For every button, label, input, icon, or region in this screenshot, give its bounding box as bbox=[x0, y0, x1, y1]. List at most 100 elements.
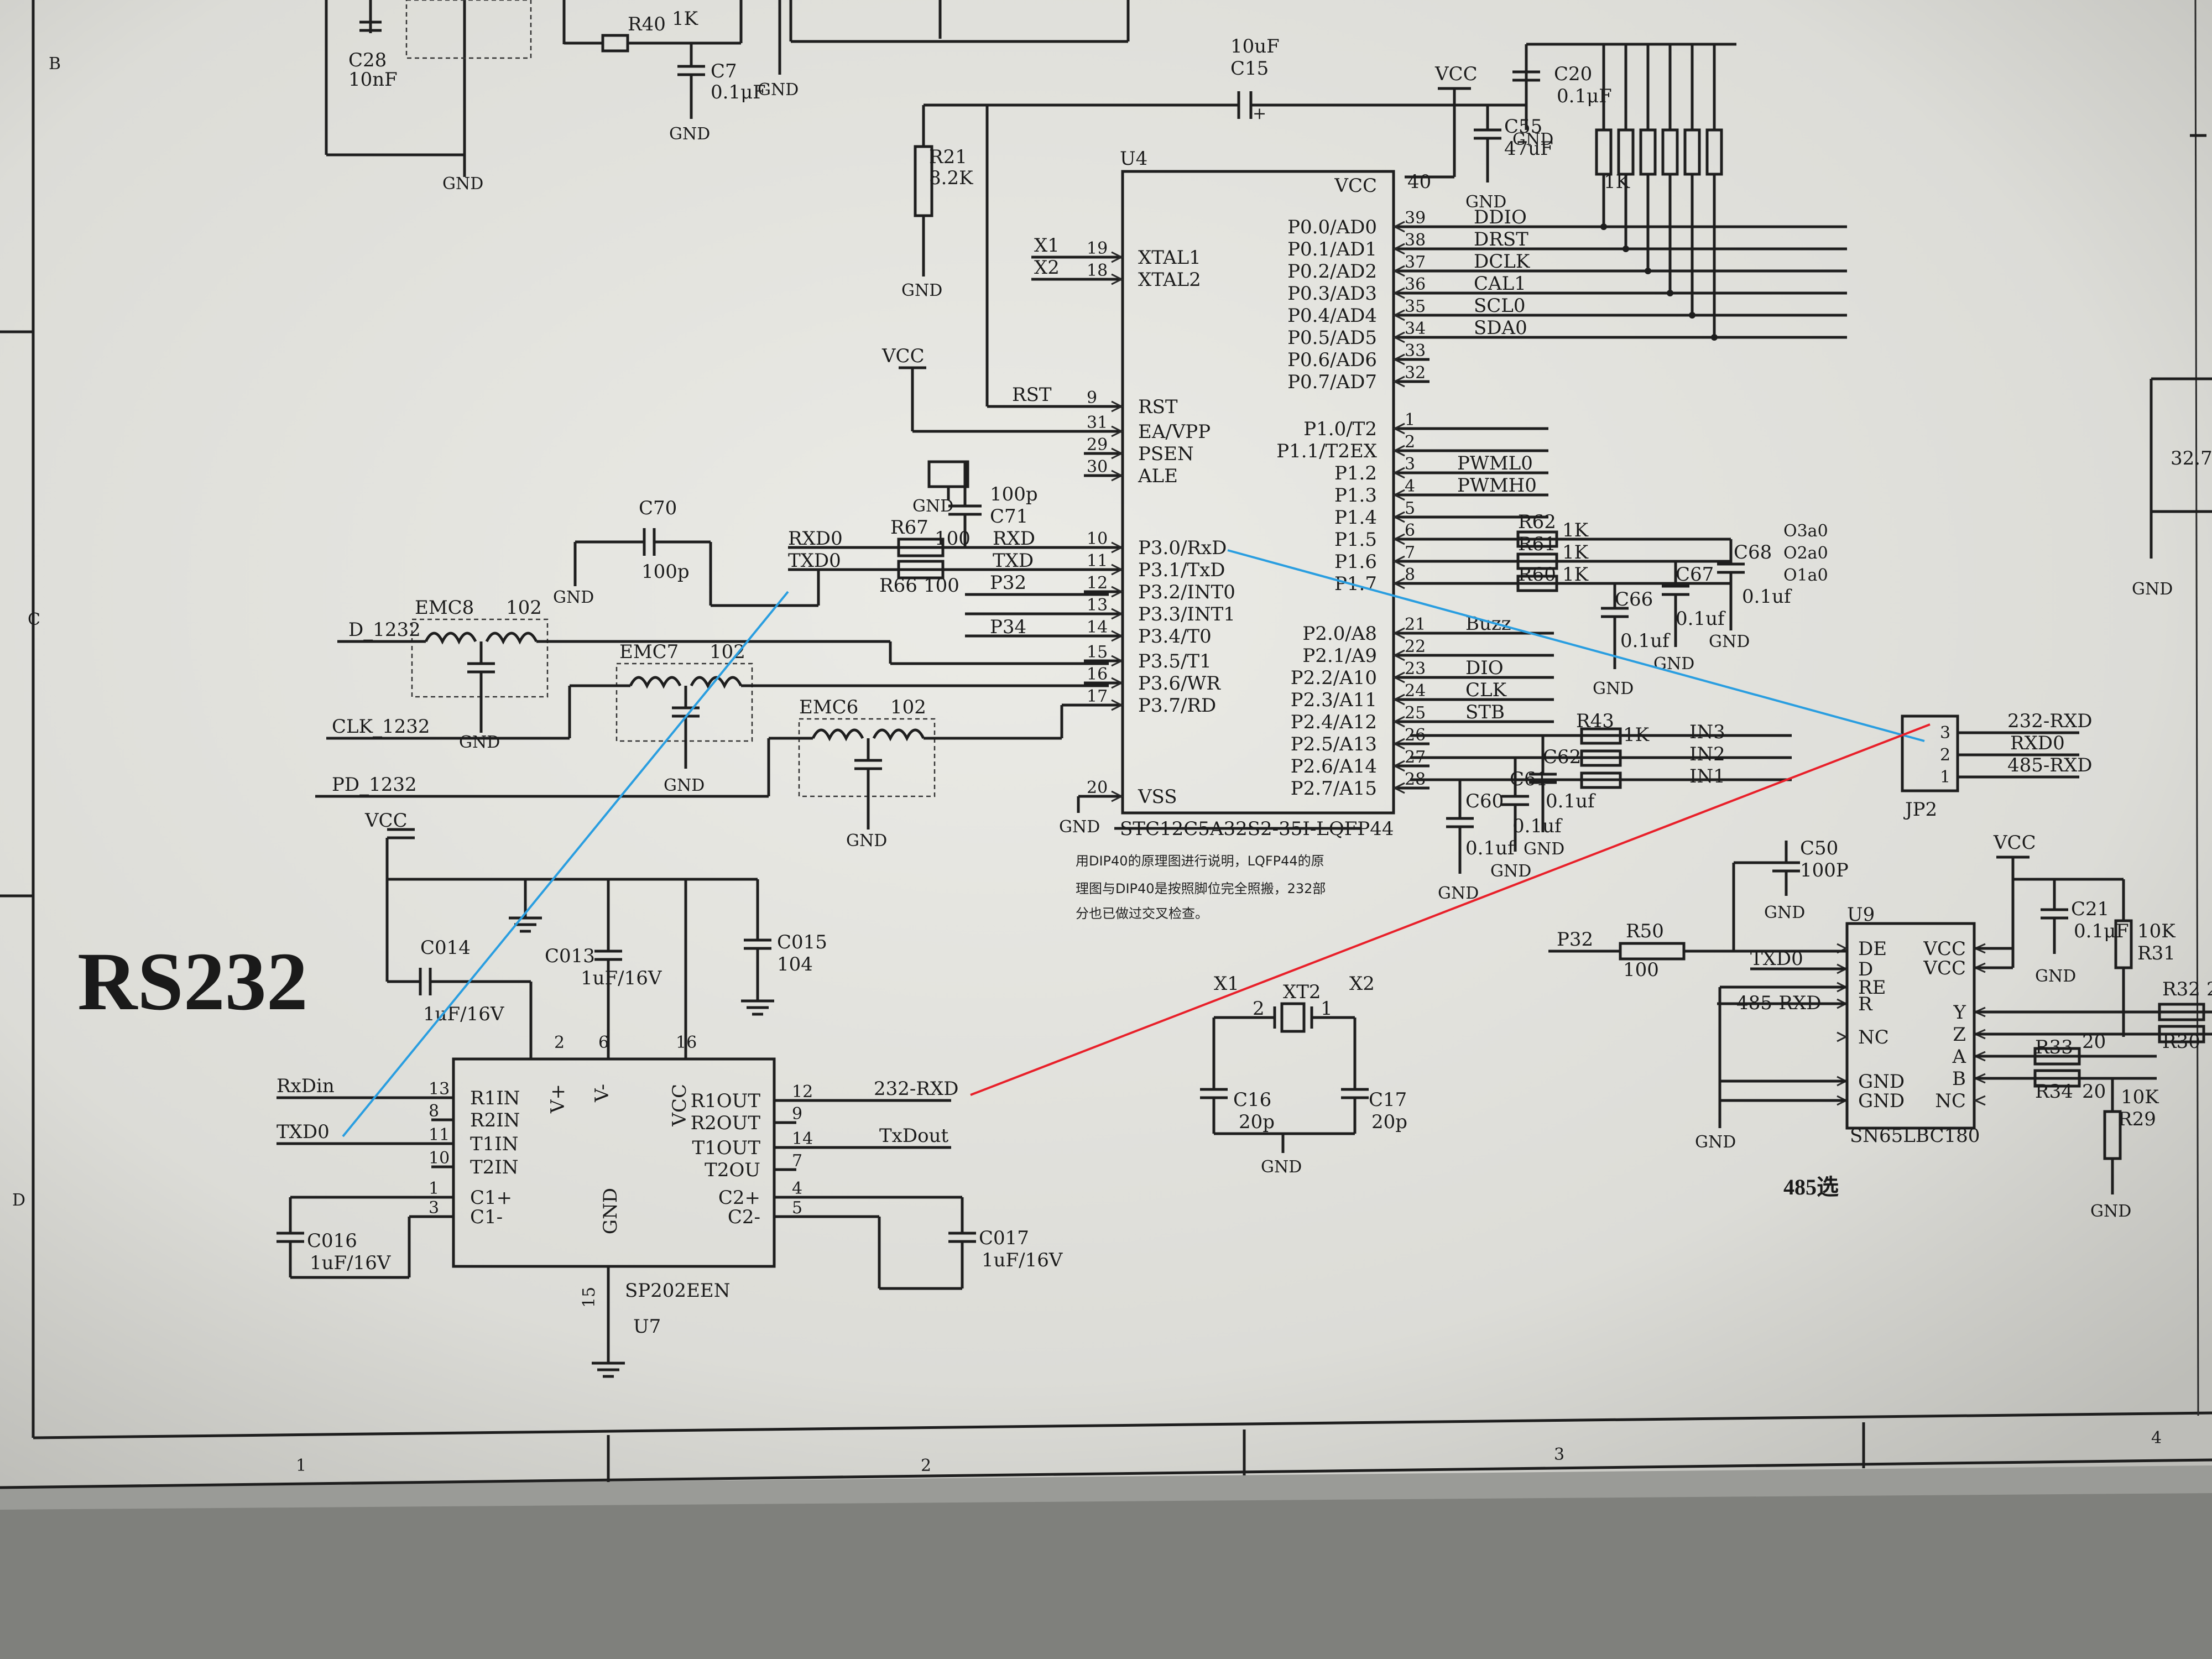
u4-left-pin: 19 XTAL1 bbox=[1084, 239, 1201, 269]
u4-pin-number: 36 bbox=[1405, 275, 1426, 294]
r32-ref: R32 bbox=[2162, 978, 2200, 1000]
emc6-value: 102 bbox=[890, 696, 926, 718]
emc-filters: EMC8 102 D_1232 GND EMC7 102 CLK_1232 GN… bbox=[315, 597, 1109, 851]
gnd-label: GND bbox=[1490, 862, 1531, 881]
col-number-1: 1 bbox=[296, 1456, 306, 1475]
u4-ref: U4 bbox=[1120, 148, 1147, 170]
u4-net-label: SCL0 bbox=[1474, 295, 1526, 317]
annotation-note: 用DIP40的原理图进行说明，LQFP44的原 理图与DIP40是按照脚位完全照… bbox=[1076, 853, 1326, 921]
u4-pin-number: 13 bbox=[1087, 596, 1108, 615]
u4-pin-number: 19 bbox=[1087, 239, 1108, 258]
r67-value: 100 bbox=[935, 528, 971, 550]
svg-text:1: 1 bbox=[1321, 998, 1333, 1020]
gnd-label: GND bbox=[459, 733, 500, 752]
u4-pin-name: P0.2/AD2 bbox=[1287, 260, 1377, 283]
u7-pin-number: 1 bbox=[429, 1179, 439, 1198]
u7-pin-name: T1IN bbox=[470, 1133, 519, 1155]
u9-caption: 485选 bbox=[1783, 1175, 1839, 1199]
u4-pin-number: 2 bbox=[1405, 432, 1415, 452]
c50-ref: C50 bbox=[1800, 837, 1838, 859]
r40-value: 1K bbox=[672, 8, 698, 30]
jp2-pin-2-net: RXD0 bbox=[2010, 732, 2065, 754]
in3-net-label: IN3 bbox=[1689, 721, 1725, 743]
r50-value: 100 bbox=[1623, 959, 1659, 981]
markup-lines bbox=[342, 549, 1931, 1138]
u4-pin-name: XTAL2 bbox=[1138, 269, 1201, 291]
u4-pin-name: P3.0/RxD bbox=[1138, 537, 1227, 559]
c55-value: 47uF bbox=[1504, 138, 1553, 160]
r62-ref: R62 bbox=[1518, 511, 1556, 533]
u4-pin-number: 32 bbox=[1405, 363, 1426, 383]
r66-value: 100 bbox=[924, 575, 959, 597]
c013-ref: C013 bbox=[545, 945, 595, 967]
table-surface bbox=[0, 1488, 2212, 1659]
svg-text:+: + bbox=[1253, 104, 1266, 123]
c17-value: 20p bbox=[1371, 1111, 1407, 1133]
c016-value: 1uF/16V bbox=[310, 1252, 392, 1274]
gnd-label: GND bbox=[553, 588, 594, 607]
u9-ref: U9 bbox=[1847, 904, 1875, 926]
u9-p32-net-label: P32 bbox=[1557, 928, 1593, 951]
u7-pin-number: 7 bbox=[792, 1151, 802, 1171]
u7-pin-name: C1- bbox=[470, 1206, 503, 1228]
u9-pin-name: RE bbox=[1858, 977, 1886, 999]
o2a0-net-label: O2a0 bbox=[1783, 544, 1828, 563]
u4-pin-number: 29 bbox=[1087, 435, 1108, 455]
u9-pin-name: Z bbox=[1953, 1024, 1966, 1046]
row-letter-b: B bbox=[49, 54, 61, 74]
c7-value: 0.1μF bbox=[711, 81, 766, 103]
x1-net-label: X1 bbox=[1034, 234, 1060, 257]
u4-pin-name: XTAL1 bbox=[1138, 247, 1201, 269]
u4-pin-number: 25 bbox=[1405, 703, 1426, 723]
o3a0-net-label: O3a0 bbox=[1783, 521, 1828, 541]
u4-pin-name: P2.1/A9 bbox=[1302, 645, 1377, 667]
txdout-net-label: TxDout bbox=[879, 1125, 948, 1147]
u9-485rxd-net-label: 485-RXD bbox=[1736, 992, 1821, 1014]
u4-right-pin: 1 P1.0/T2 bbox=[1303, 410, 1430, 440]
u7-pin-name: T2OU bbox=[705, 1159, 760, 1181]
port1-rc-filters: R62 1K R61 1K R60 1K C66 0.1uf C67 0.1uf… bbox=[1410, 511, 1828, 698]
emc6-ref: EMC6 bbox=[799, 696, 858, 718]
u7-pin-name: C1+ bbox=[470, 1187, 512, 1209]
gnd-label: GND bbox=[1653, 654, 1694, 674]
d1232-net-label: D_1232 bbox=[348, 619, 421, 641]
u4-right-pin: 8P1.7 bbox=[1334, 565, 1430, 595]
r61-value: 1K bbox=[1562, 541, 1589, 564]
xt-x1-label: X1 bbox=[1214, 973, 1239, 995]
u4-pin-number: 18 bbox=[1087, 261, 1108, 280]
u4-pin-name: P1.0/T2 bbox=[1303, 418, 1377, 440]
u7-pin-name: R2OUT bbox=[691, 1112, 761, 1134]
gnd-label: GND bbox=[912, 497, 953, 516]
u4-pin-name: P1.7 bbox=[1334, 573, 1377, 595]
u4-pin-number: 34 bbox=[1405, 319, 1426, 338]
resistor-pack: 1K bbox=[1595, 43, 1736, 341]
vcc-label: VCC bbox=[364, 810, 408, 832]
c015-value: 104 bbox=[777, 953, 813, 975]
c28-ref: C28 bbox=[348, 49, 387, 71]
u4-pin-number: 16 bbox=[1087, 665, 1108, 684]
u9-txd0-net-label: TXD0 bbox=[1750, 948, 1803, 970]
u4-pin-name: P1.1/T2EX bbox=[1276, 440, 1378, 462]
r60-ref: R60 bbox=[1518, 564, 1556, 586]
c7-ref: C7 bbox=[711, 60, 737, 82]
crystal-circuit: X1 X2 XT2 2 1 C16 20p C17 20p GND bbox=[1200, 973, 1407, 1177]
row-letter-c: C bbox=[28, 610, 40, 629]
u9-pin-name: GND bbox=[1858, 1071, 1905, 1093]
rxdin-net-label: RxDin bbox=[276, 1075, 335, 1097]
u4-right-pin: 6P1.5 bbox=[1334, 521, 1430, 551]
u4-pin-name: P2.2/A10 bbox=[1291, 667, 1377, 689]
gnd-label: GND bbox=[758, 80, 799, 100]
c66-ref: C66 bbox=[1615, 588, 1653, 611]
u4-pin-number: 1 bbox=[1405, 410, 1415, 430]
jp2-connector: JP2 3 2 1 232-RXD RXD0 485-RXD bbox=[1901, 710, 2092, 821]
gnd-label: GND bbox=[1709, 632, 1750, 651]
u4-pin-number: 20 bbox=[1087, 778, 1108, 797]
u7-pin-name: T2IN bbox=[470, 1156, 519, 1178]
